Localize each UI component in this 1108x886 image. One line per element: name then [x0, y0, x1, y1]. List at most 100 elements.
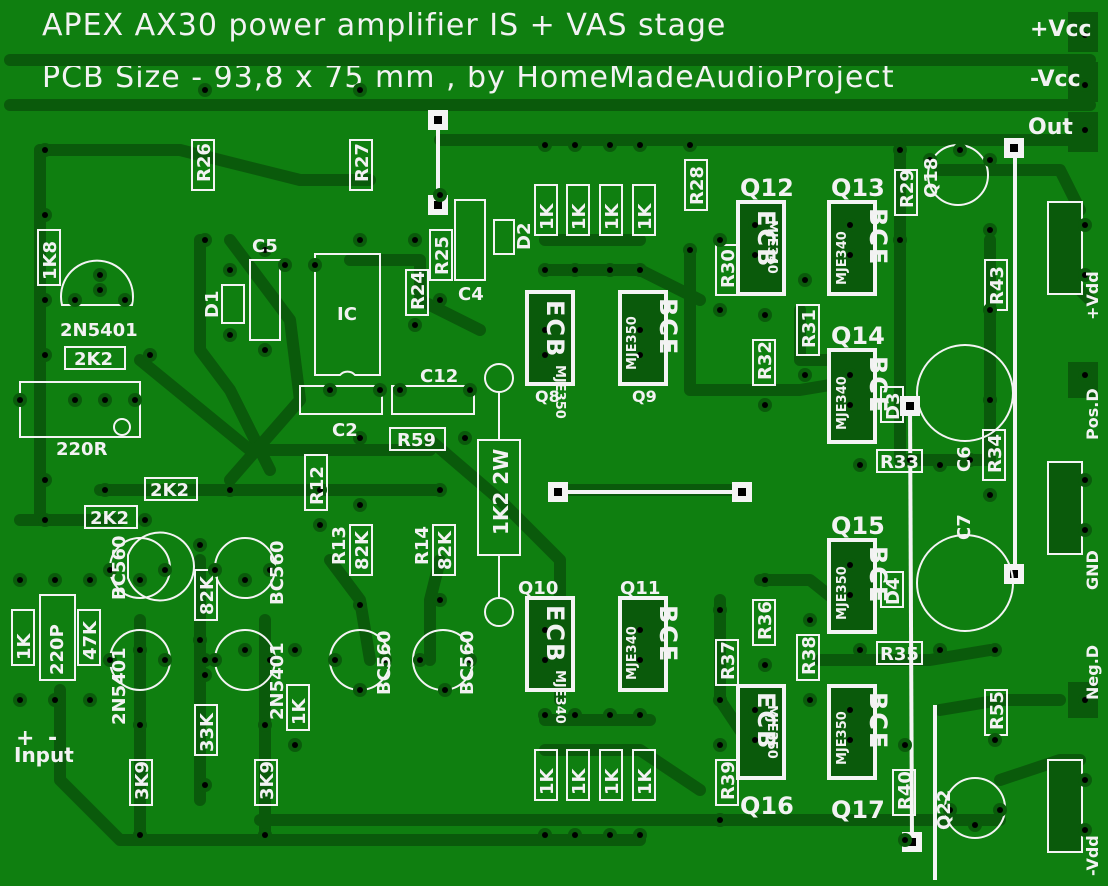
- pad-hole: [897, 237, 903, 243]
- pad-hole: [572, 267, 578, 273]
- label-r55: R55: [987, 691, 1008, 730]
- label-r29: R29: [897, 169, 918, 208]
- pad-hole: [717, 697, 723, 703]
- label-input: Input: [14, 743, 74, 767]
- label-r12: R12: [307, 466, 328, 505]
- pad-hole: [1082, 477, 1088, 483]
- label-r28: R28: [687, 166, 708, 205]
- pad-hole: [357, 435, 363, 441]
- pad-hole: [97, 272, 103, 278]
- pad-hole: [382, 657, 388, 663]
- label-input-minus: -: [48, 726, 57, 751]
- label-q13-part: MJE340: [835, 231, 850, 285]
- pad-hole: [542, 712, 548, 718]
- label-3k9-a: 3K9: [132, 761, 153, 800]
- pad-hole: [202, 782, 208, 788]
- pad-hole: [987, 397, 993, 403]
- pad-hole: [762, 402, 768, 408]
- pad-hole: [542, 657, 548, 663]
- label-q16: Q16: [740, 792, 794, 820]
- pad-hole: [87, 697, 93, 703]
- pad-hole: [762, 577, 768, 583]
- pad-hole: [52, 697, 58, 703]
- pad-hole: [992, 647, 998, 653]
- pad-hole: [137, 722, 143, 728]
- pad-hole: [607, 142, 613, 148]
- label-q22: Q22: [934, 790, 955, 830]
- label-47k: 47K: [80, 620, 101, 660]
- pad-hole: [752, 252, 758, 258]
- pad-hole: [42, 297, 48, 303]
- pad-hole: [637, 657, 643, 663]
- pad-hole: [907, 457, 913, 463]
- pad-hole: [202, 672, 208, 678]
- label-c12: C12: [420, 366, 458, 387]
- pad-hole: [87, 577, 93, 583]
- label-bc560-a: BC560: [109, 535, 130, 600]
- pad-hole: [957, 147, 963, 153]
- pad-hole: [227, 487, 233, 493]
- label-1k8: 1K8: [40, 241, 61, 280]
- pad-hole: [1082, 32, 1088, 38]
- label-q10-part: MJE340: [552, 670, 567, 724]
- label-q10-pins: ECB: [541, 605, 569, 663]
- label-q9-pins: BCE: [654, 298, 682, 356]
- label-r36: R36: [755, 601, 776, 640]
- label-r40: R40: [895, 771, 916, 810]
- label-r26: R26: [194, 143, 215, 182]
- pad-hole: [717, 817, 723, 823]
- pad-hole: [802, 372, 808, 378]
- label-1k-d: 1K: [289, 697, 310, 725]
- pad-hole: [327, 387, 333, 393]
- label-q17-part: MJE350: [835, 711, 850, 765]
- pad-hole: [202, 87, 208, 93]
- pad-hole: [897, 147, 903, 153]
- pad-hole: [357, 502, 363, 508]
- pad-hole: [262, 832, 268, 838]
- pad-hole: [607, 267, 613, 273]
- pad-hole: [762, 312, 768, 318]
- label-bc560-c: BC560: [374, 630, 395, 695]
- label-1k-input: 1K: [14, 632, 35, 660]
- pad-hole: [937, 462, 943, 468]
- pad-hole: [637, 142, 643, 148]
- pad-hole: [847, 737, 853, 743]
- label-220r: 220R: [56, 439, 108, 460]
- label-q9-part: MJE350: [625, 316, 640, 370]
- label-input-plus: +: [16, 726, 34, 751]
- pad-hole: [202, 657, 208, 663]
- pad-hole: [267, 567, 273, 573]
- pad-hole: [357, 87, 363, 93]
- pad-hole: [107, 657, 113, 663]
- label-82k-a: 82K: [197, 575, 218, 615]
- pad-hole: [717, 307, 723, 313]
- pad-hole: [687, 247, 693, 253]
- pad-hole: [442, 687, 448, 693]
- label-r35: R35: [880, 644, 919, 665]
- pad-hole: [967, 457, 973, 463]
- label-q15: Q15: [831, 512, 885, 540]
- pad-hole: [212, 657, 218, 663]
- pad-hole: [357, 602, 363, 608]
- label-1k-t2: 1K: [569, 202, 590, 230]
- pad-hole: [267, 657, 273, 663]
- pad-hole: [542, 327, 548, 333]
- pad-hole: [262, 247, 268, 253]
- label-r14: R14: [412, 526, 433, 565]
- pad-hole: [1082, 697, 1088, 703]
- pad-hole: [572, 832, 578, 838]
- pad-hole: [17, 397, 23, 403]
- label-1k-b1: 1K: [537, 767, 558, 795]
- pad-hole: [857, 647, 863, 653]
- pad-hole: [197, 637, 203, 643]
- pad-hole: [637, 712, 643, 718]
- label-bc560-d: BC560: [457, 630, 478, 695]
- pad-hole: [292, 742, 298, 748]
- label-c2: C2: [332, 420, 358, 441]
- label-r33: R33: [880, 452, 919, 473]
- label-q11: Q11: [620, 578, 660, 599]
- pad-hole: [607, 832, 613, 838]
- pad-hole: [992, 737, 998, 743]
- pad-hole: [752, 222, 758, 228]
- label-220p: 220P: [47, 624, 68, 675]
